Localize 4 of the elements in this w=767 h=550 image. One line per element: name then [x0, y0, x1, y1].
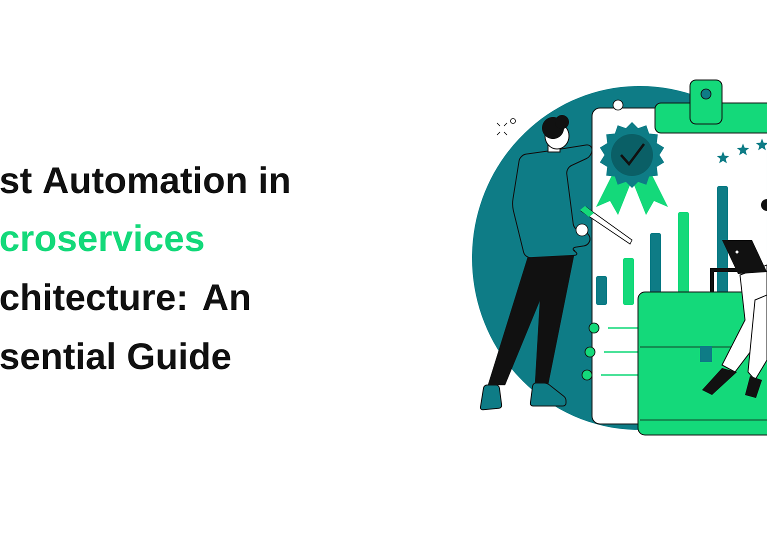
title-line: chitecture: An	[0, 283, 250, 310]
title-line: croservices	[0, 224, 204, 252]
title-line: st Automation in	[0, 166, 289, 194]
title-line: sential Guide	[0, 342, 230, 370]
